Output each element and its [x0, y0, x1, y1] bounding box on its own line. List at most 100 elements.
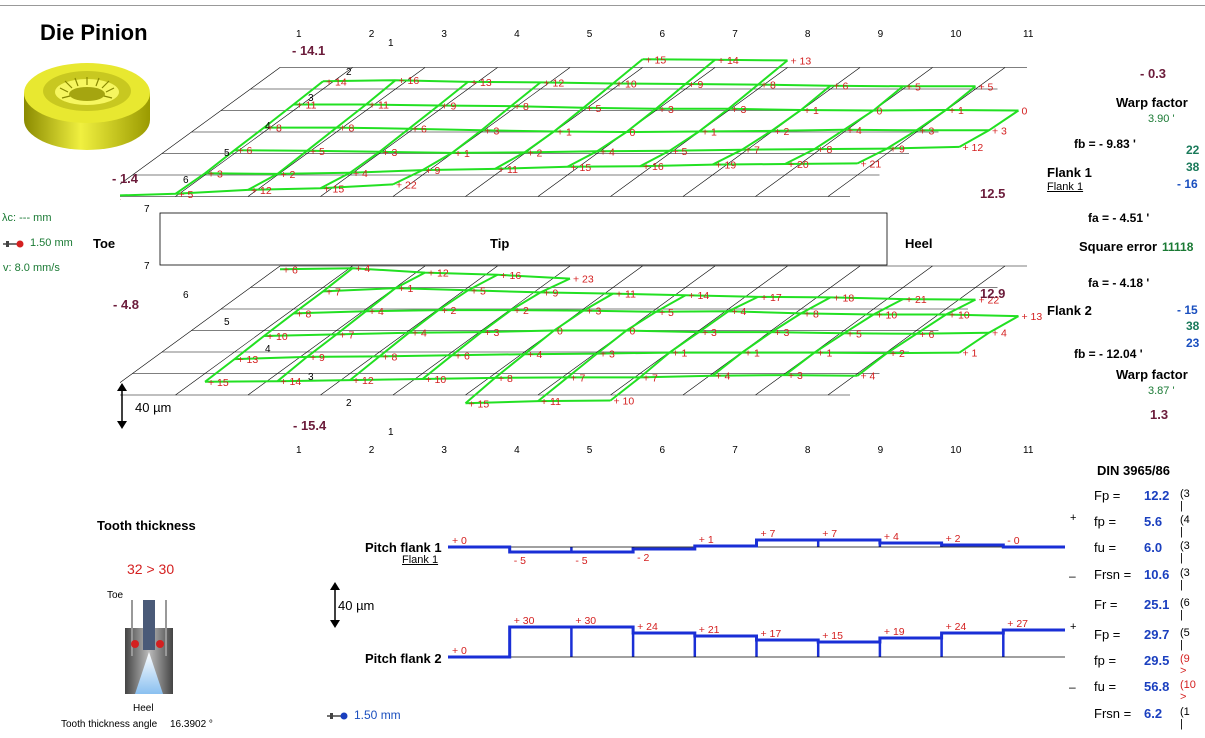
- pitch2-step-label: + 15: [822, 630, 843, 642]
- f2-value-label: + 15: [469, 398, 490, 410]
- f1-value-label: + 2: [775, 126, 790, 138]
- f2-value-label: 0: [557, 326, 563, 338]
- f2-grid-col: [320, 265, 498, 396]
- f2-grid-col: [755, 265, 933, 396]
- din-row-name: fu =: [1094, 540, 1117, 555]
- f2-value-label: + 4: [528, 349, 543, 361]
- velocity-readout: v: 8.0 mm/s: [3, 262, 60, 274]
- f1-mesh-col: [784, 85, 904, 165]
- din-row: Fr =25.1(6 |: [1094, 597, 1190, 621]
- f1-value-label: + 14: [718, 55, 739, 67]
- f1-mesh-row: [204, 162, 858, 175]
- f2-value-label: + 1: [963, 348, 978, 360]
- f2-value-label: + 10: [949, 310, 970, 322]
- lambda-c-readout: λc: --- mm: [2, 212, 52, 224]
- pitch-flank1-link[interactable]: Flank 1: [402, 554, 439, 566]
- f1-value-label: + 5: [179, 189, 194, 201]
- f1-value-label: + 3: [992, 125, 1007, 137]
- flank2-row-number: 1: [388, 427, 394, 438]
- f1-value-label: + 8: [267, 123, 282, 135]
- f2-value-label: + 3: [587, 306, 602, 318]
- din-row: fp =5.6(4 |: [1094, 514, 1190, 538]
- din-row-name: fp =: [1094, 514, 1117, 529]
- f2-mesh-col: [711, 296, 831, 377]
- f2-value-label: + 7: [571, 372, 586, 384]
- f1-value-label: + 15: [324, 183, 345, 195]
- f1-right-top-value: - 0.3: [1140, 66, 1167, 81]
- pitch1-step-label: + 2: [946, 533, 961, 545]
- f2-grid-col: [392, 265, 571, 396]
- f1-value-label: + 5: [906, 81, 921, 93]
- din-row-rank: (1 |: [1180, 706, 1190, 730]
- f2-right-bottom-value: 1.3: [1150, 407, 1169, 422]
- f1-value-label: + 3: [920, 125, 935, 137]
- f2-value-label: + 14: [689, 290, 710, 302]
- pitch1-step-label: - 5: [514, 555, 526, 567]
- din-row: fp =29.5(9 >: [1094, 653, 1190, 677]
- f1-mesh-col: [857, 85, 977, 165]
- f2-value-label: + 7: [643, 372, 658, 384]
- f2-value-label: + 8: [383, 351, 398, 363]
- flank1-link[interactable]: Flank 1: [1047, 181, 1084, 193]
- f2-value-label: + 3: [775, 327, 790, 339]
- f1-grid-col: [320, 67, 498, 197]
- scale-arrow-icon: [117, 383, 127, 429]
- top-col-number: 1: [296, 29, 302, 40]
- pitch1-step-label: - 0: [1007, 535, 1019, 547]
- bottom-col-number: 2: [369, 445, 375, 456]
- f2-value-label: + 11: [616, 289, 636, 301]
- f2-value-label: + 13: [1022, 311, 1043, 323]
- f2-value-label: + 12: [428, 268, 449, 280]
- tooth-heel-label: Heel: [133, 703, 154, 714]
- f2-value-label: + 17: [761, 292, 782, 304]
- pitch2-step-label: + 17: [761, 628, 782, 640]
- din-row-value: 5.6: [1144, 514, 1163, 529]
- f1-mesh-col: [639, 59, 789, 168]
- f2-value-label: + 13: [238, 354, 259, 366]
- din-plus-1: +: [1070, 512, 1077, 524]
- f1-value-label: + 4: [847, 125, 862, 137]
- f2-value-label: 0: [630, 326, 636, 338]
- f2-value-label: + 8: [804, 308, 819, 320]
- f2-value-label: + 1: [818, 348, 833, 360]
- pitch2-step-label: + 30: [575, 615, 596, 627]
- f1-value-label: + 3: [485, 125, 500, 137]
- f1-value-label: 0: [1022, 106, 1028, 118]
- pitch-flank2-label: Pitch flank 2: [365, 651, 442, 666]
- pitch-scale-label: 40 µm: [338, 598, 375, 613]
- din-row: Frsn =6.2(1 |: [1094, 706, 1190, 730]
- flank1-row-number: 6: [183, 175, 189, 186]
- din-row: Fp =29.7(5 |: [1094, 627, 1190, 651]
- top-col-number: 6: [660, 29, 666, 40]
- f1-mesh-col: [712, 84, 832, 166]
- f1-value-label: + 3: [208, 168, 223, 180]
- din-title: DIN 3965/86: [1097, 463, 1170, 478]
- f2-value-label: + 9: [310, 352, 325, 364]
- pitch-flank1-label: Pitch flank 1: [365, 540, 442, 555]
- f2-value-label: + 3: [600, 349, 615, 361]
- flank1-row-number: 7: [144, 204, 150, 215]
- flank2-row-number: 2: [346, 398, 352, 409]
- top-col-number: 11: [1023, 29, 1034, 40]
- f2-value-label: + 5: [471, 285, 486, 297]
- f1-value-label: + 9: [442, 101, 457, 113]
- pitch2-step-label: + 24: [637, 621, 658, 633]
- f2-value-label: + 7: [340, 329, 355, 341]
- f2-grid-col: [610, 265, 788, 396]
- f2-value-label: + 15: [208, 377, 229, 389]
- f1-grid-col: [755, 67, 933, 197]
- bottom-col-number: 11: [1023, 445, 1034, 456]
- probe-icon: [3, 240, 24, 248]
- f2-mesh-col: [856, 298, 976, 377]
- toe-label: Toe: [93, 236, 116, 251]
- din-row-name: Fp =: [1094, 488, 1121, 503]
- f1-value-label: + 5: [673, 146, 688, 158]
- f2-value-label: + 8: [297, 308, 312, 320]
- f2-value-label: + 5: [847, 328, 862, 340]
- f1-value-label: + 10: [616, 79, 637, 91]
- f1-value-label: + 9: [689, 79, 704, 91]
- f2-mesh-row: [322, 287, 976, 301]
- f2-mesh-col: [464, 292, 614, 405]
- pitch1-step-label: + 4: [884, 531, 899, 543]
- f1-value-label: + 4: [600, 146, 615, 158]
